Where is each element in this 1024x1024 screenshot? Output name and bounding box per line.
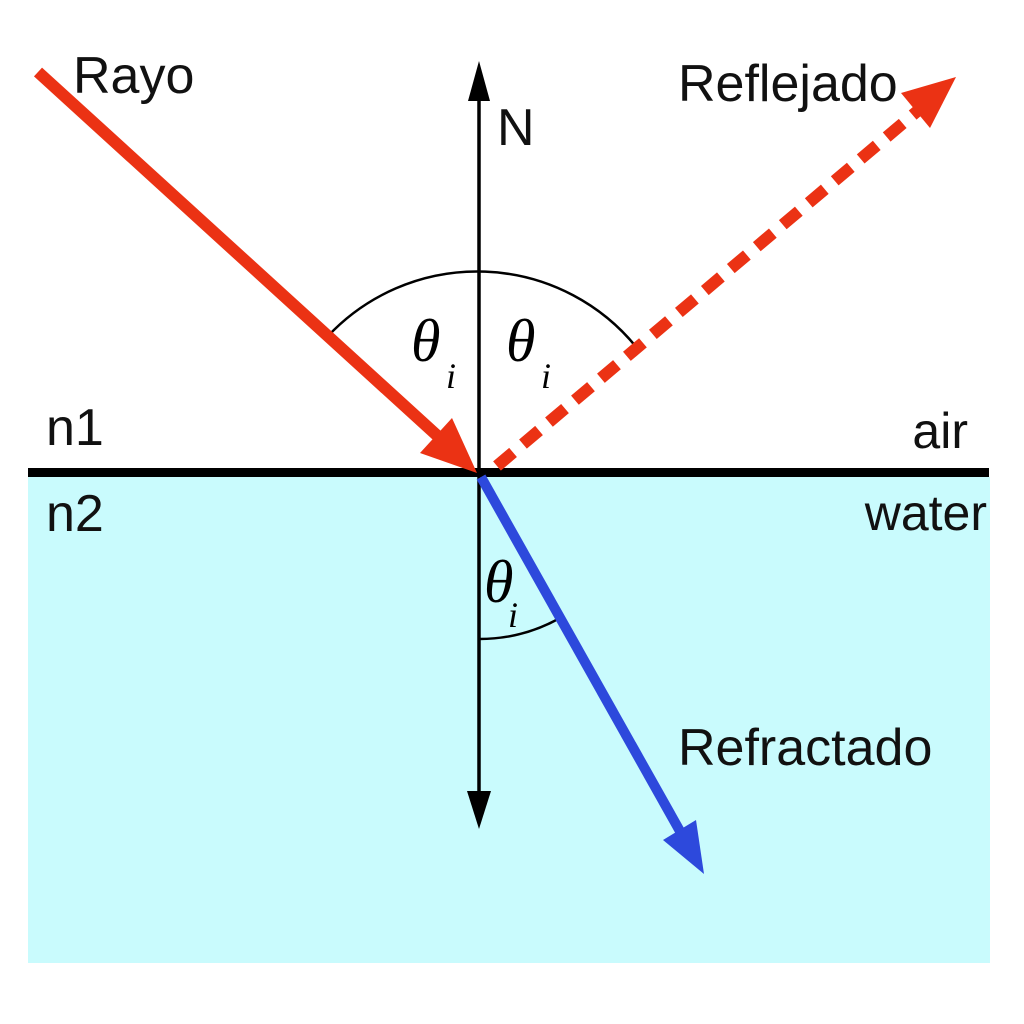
normal-label: N bbox=[497, 99, 535, 157]
arrow-up-icon bbox=[468, 61, 490, 101]
normal-line bbox=[467, 61, 491, 829]
incident-angle-label: θ i bbox=[411, 308, 456, 396]
water-region bbox=[28, 477, 990, 963]
medium-air-label: air bbox=[912, 403, 968, 459]
refracted-ray-arrowhead-icon bbox=[663, 820, 704, 874]
refraction-angle-arc bbox=[478, 616, 561, 641]
incidence-angle-arc bbox=[327, 270, 638, 349]
incident-ray-arrow bbox=[33, 67, 477, 473]
incident-ray-shaft bbox=[33, 67, 447, 445]
reflected-angle-symbol: θ bbox=[506, 308, 535, 374]
refracted-angle-subscript: i bbox=[508, 595, 518, 635]
index-n2-label: n2 bbox=[46, 485, 104, 543]
refracted-angle-symbol: θ bbox=[484, 549, 513, 615]
reflected-angle-label: θ i bbox=[506, 308, 551, 396]
incident-ray-arrowhead-icon bbox=[420, 418, 477, 473]
index-n1-label: n1 bbox=[46, 399, 104, 457]
medium-water-label: water bbox=[864, 485, 987, 541]
refracted-ray-arrow bbox=[476, 474, 704, 874]
reflected-ray-arrow bbox=[493, 77, 956, 471]
reflected-ray-shaft bbox=[493, 103, 925, 471]
incident-angle-symbol: θ bbox=[411, 308, 440, 374]
refracted-ray-shaft bbox=[476, 474, 686, 836]
incident-ray-label: Rayo bbox=[73, 47, 194, 105]
reflected-ray-arrowhead-icon bbox=[901, 77, 956, 128]
reflected-angle-subscript: i bbox=[541, 356, 551, 396]
refracted-angle-label: θ i bbox=[484, 549, 518, 635]
incident-angle-subscript: i bbox=[446, 356, 456, 396]
arrow-down-icon bbox=[467, 791, 491, 829]
refracted-ray-label: Refractado bbox=[678, 719, 932, 777]
reflected-ray-label: Reflejado bbox=[678, 55, 898, 113]
